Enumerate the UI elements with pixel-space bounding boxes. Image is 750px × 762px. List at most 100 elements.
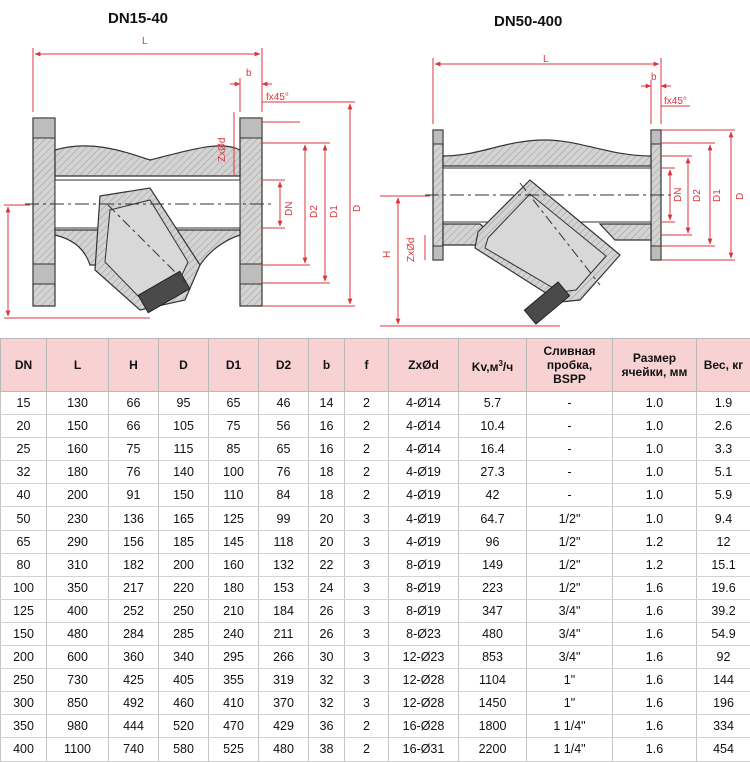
cell-mesh-size: 1.0 <box>613 484 697 507</box>
cell-drain-plug: 1/2" <box>527 507 613 530</box>
cell-d2: 184 <box>259 599 309 622</box>
right-dim-D2: D2 <box>692 189 703 202</box>
header-d1: D1 <box>209 339 259 392</box>
cell-h: 252 <box>109 599 159 622</box>
cell-f: 3 <box>345 507 389 530</box>
header-kv-tail: /ч <box>503 360 513 374</box>
cell-mesh-size: 1.2 <box>613 553 697 576</box>
cell-zxod: 12-Ø23 <box>389 646 459 669</box>
cell-weight: 9.4 <box>697 507 750 530</box>
cell-d: 405 <box>159 669 209 692</box>
left-dim-DN: DN <box>284 202 295 216</box>
cell-h: 740 <box>109 738 159 761</box>
cell-dn: 80 <box>1 553 47 576</box>
cell-f: 2 <box>345 484 389 507</box>
cell-d2: 99 <box>259 507 309 530</box>
cell-dn: 40 <box>1 484 47 507</box>
cell-mesh-size: 1.0 <box>613 392 697 415</box>
table-header-row: DN L H D D1 D2 b f ZxØd Kv,м3/ч Сливная … <box>1 339 750 392</box>
cell-zxod: 8-Ø23 <box>389 622 459 645</box>
cell-dn: 20 <box>1 415 47 438</box>
cell-f: 2 <box>345 715 389 738</box>
cell-d: 520 <box>159 715 209 738</box>
cell-weight: 39.2 <box>697 599 750 622</box>
cell-l: 480 <box>47 622 109 645</box>
header-d2: D2 <box>259 339 309 392</box>
cell-h: 75 <box>109 438 159 461</box>
left-dim-L: L <box>142 36 148 47</box>
cell-dn: 15 <box>1 392 47 415</box>
cell-kv: 42 <box>459 484 527 507</box>
cell-drain-plug: 1/2" <box>527 553 613 576</box>
cell-mesh-size: 1.0 <box>613 507 697 530</box>
cell-dn: 32 <box>1 461 47 484</box>
cell-mesh-size: 1.6 <box>613 715 697 738</box>
cell-kv: 149 <box>459 553 527 576</box>
cell-d2: 46 <box>259 392 309 415</box>
cell-kv: 347 <box>459 599 527 622</box>
cell-f: 3 <box>345 646 389 669</box>
cell-d1: 85 <box>209 438 259 461</box>
cell-f: 2 <box>345 438 389 461</box>
cell-dn: 25 <box>1 438 47 461</box>
cell-h: 492 <box>109 692 159 715</box>
right-dim-D: D <box>735 193 746 200</box>
cell-h: 425 <box>109 669 159 692</box>
cell-l: 850 <box>47 692 109 715</box>
cell-kv: 27.3 <box>459 461 527 484</box>
cell-d2: 84 <box>259 484 309 507</box>
cell-d1: 240 <box>209 622 259 645</box>
cell-kv: 223 <box>459 576 527 599</box>
cell-b: 26 <box>309 599 345 622</box>
cell-mesh-size: 1.0 <box>613 438 697 461</box>
right-dim-DN: DN <box>673 188 684 202</box>
cell-b: 36 <box>309 715 345 738</box>
cell-d2: 429 <box>259 715 309 738</box>
cell-d1: 525 <box>209 738 259 761</box>
cell-d1: 100 <box>209 461 259 484</box>
cell-drain-plug: 3/4" <box>527 622 613 645</box>
cell-l: 200 <box>47 484 109 507</box>
cell-dn: 100 <box>1 576 47 599</box>
cell-dn: 200 <box>1 646 47 669</box>
cell-drain-plug: - <box>527 461 613 484</box>
cell-drain-plug: 1" <box>527 692 613 715</box>
cell-zxod: 8-Ø19 <box>389 576 459 599</box>
cell-h: 360 <box>109 646 159 669</box>
cell-mesh-size: 1.2 <box>613 530 697 553</box>
right-dim-f: fx45° <box>664 96 687 107</box>
cell-l: 600 <box>47 646 109 669</box>
cell-drain-plug: 3/4" <box>527 599 613 622</box>
cell-h: 66 <box>109 415 159 438</box>
cell-dn: 50 <box>1 507 47 530</box>
technical-drawings: DN15-40 DN50-400 <box>0 0 750 338</box>
cell-d: 150 <box>159 484 209 507</box>
cell-mesh-size: 1.6 <box>613 646 697 669</box>
cell-b: 20 <box>309 507 345 530</box>
header-zxod: ZxØd <box>389 339 459 392</box>
cell-drain-plug: - <box>527 392 613 415</box>
cell-d: 340 <box>159 646 209 669</box>
cell-weight: 454 <box>697 738 750 761</box>
header-h: H <box>109 339 159 392</box>
cell-weight: 54.9 <box>697 622 750 645</box>
cell-f: 3 <box>345 576 389 599</box>
cell-zxod: 4-Ø14 <box>389 415 459 438</box>
cell-f: 3 <box>345 530 389 553</box>
cell-zxod: 4-Ø19 <box>389 507 459 530</box>
cell-d: 200 <box>159 553 209 576</box>
cell-kv: 1104 <box>459 669 527 692</box>
cell-l: 350 <box>47 576 109 599</box>
right-dim-L: L <box>543 54 549 65</box>
strainer-drawing-right <box>425 130 675 324</box>
cell-weight: 334 <box>697 715 750 738</box>
